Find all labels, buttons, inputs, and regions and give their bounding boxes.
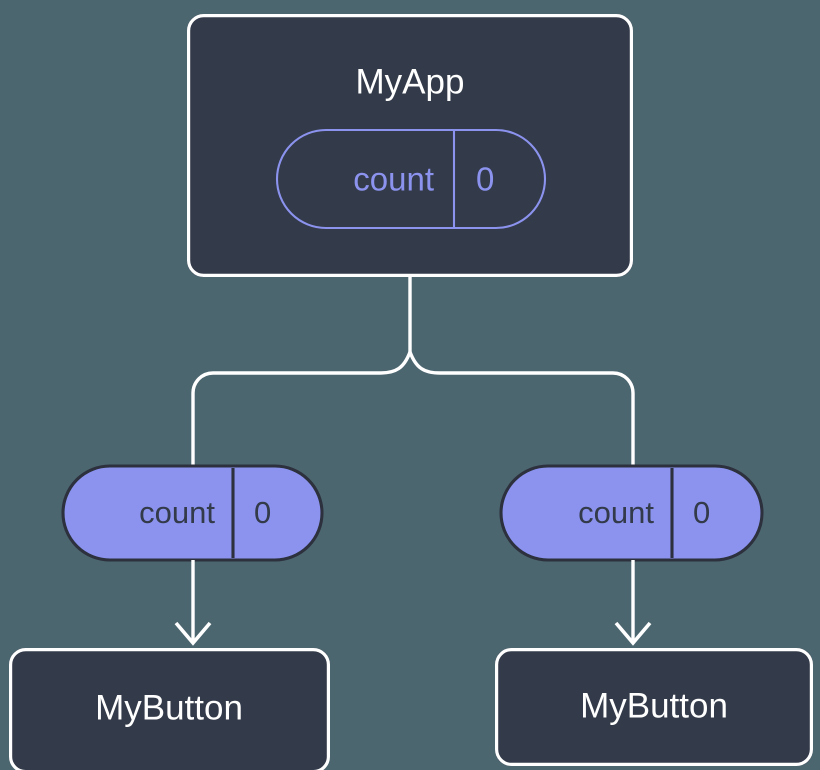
node-mybutton-right-border <box>495 647 813 766</box>
node-myapp-border <box>187 14 633 277</box>
state-pill-right[interactable]: count 0 <box>499 464 764 562</box>
node-mybutton-right[interactable]: MyButton <box>495 647 813 766</box>
node-mybutton-left-title: MyButton <box>95 688 243 727</box>
state-pill-left-value: 0 <box>254 495 271 530</box>
node-mybutton-right-title: MyButton <box>580 686 728 725</box>
node-myapp-background <box>187 14 633 277</box>
connector-branch-left <box>191 351 412 468</box>
state-pill-left[interactable]: count 0 <box>61 464 324 562</box>
state-pill-left-key: count <box>139 495 215 530</box>
node-myapp[interactable]: MyApp count 0 <box>187 14 633 277</box>
node-mybutton-right-background <box>495 648 813 766</box>
state-pill-root[interactable]: count 0 <box>275 128 547 230</box>
branch-left: count 0 MyButton <box>9 464 330 770</box>
connector-group <box>191 277 635 468</box>
state-pill-right-key: count <box>578 495 654 530</box>
state-pill-right-value: 0 <box>693 495 710 530</box>
arrow-left <box>174 560 212 646</box>
state-pill-root-value: 0 <box>476 161 494 198</box>
state-pill-root-key: count <box>353 161 434 198</box>
connector-branch-right <box>408 351 635 468</box>
node-mybutton-left-border <box>9 648 330 770</box>
arrow-right <box>614 560 652 646</box>
branch-right: count 0 MyButton <box>495 464 813 766</box>
arrow-right-head <box>614 621 652 646</box>
node-mybutton-left-background <box>9 648 330 770</box>
node-mybutton-left[interactable]: MyButton <box>9 648 330 770</box>
node-myapp-title: MyApp <box>356 62 465 101</box>
state-pill-root-shape <box>275 128 547 230</box>
arrow-left-head <box>174 621 212 646</box>
